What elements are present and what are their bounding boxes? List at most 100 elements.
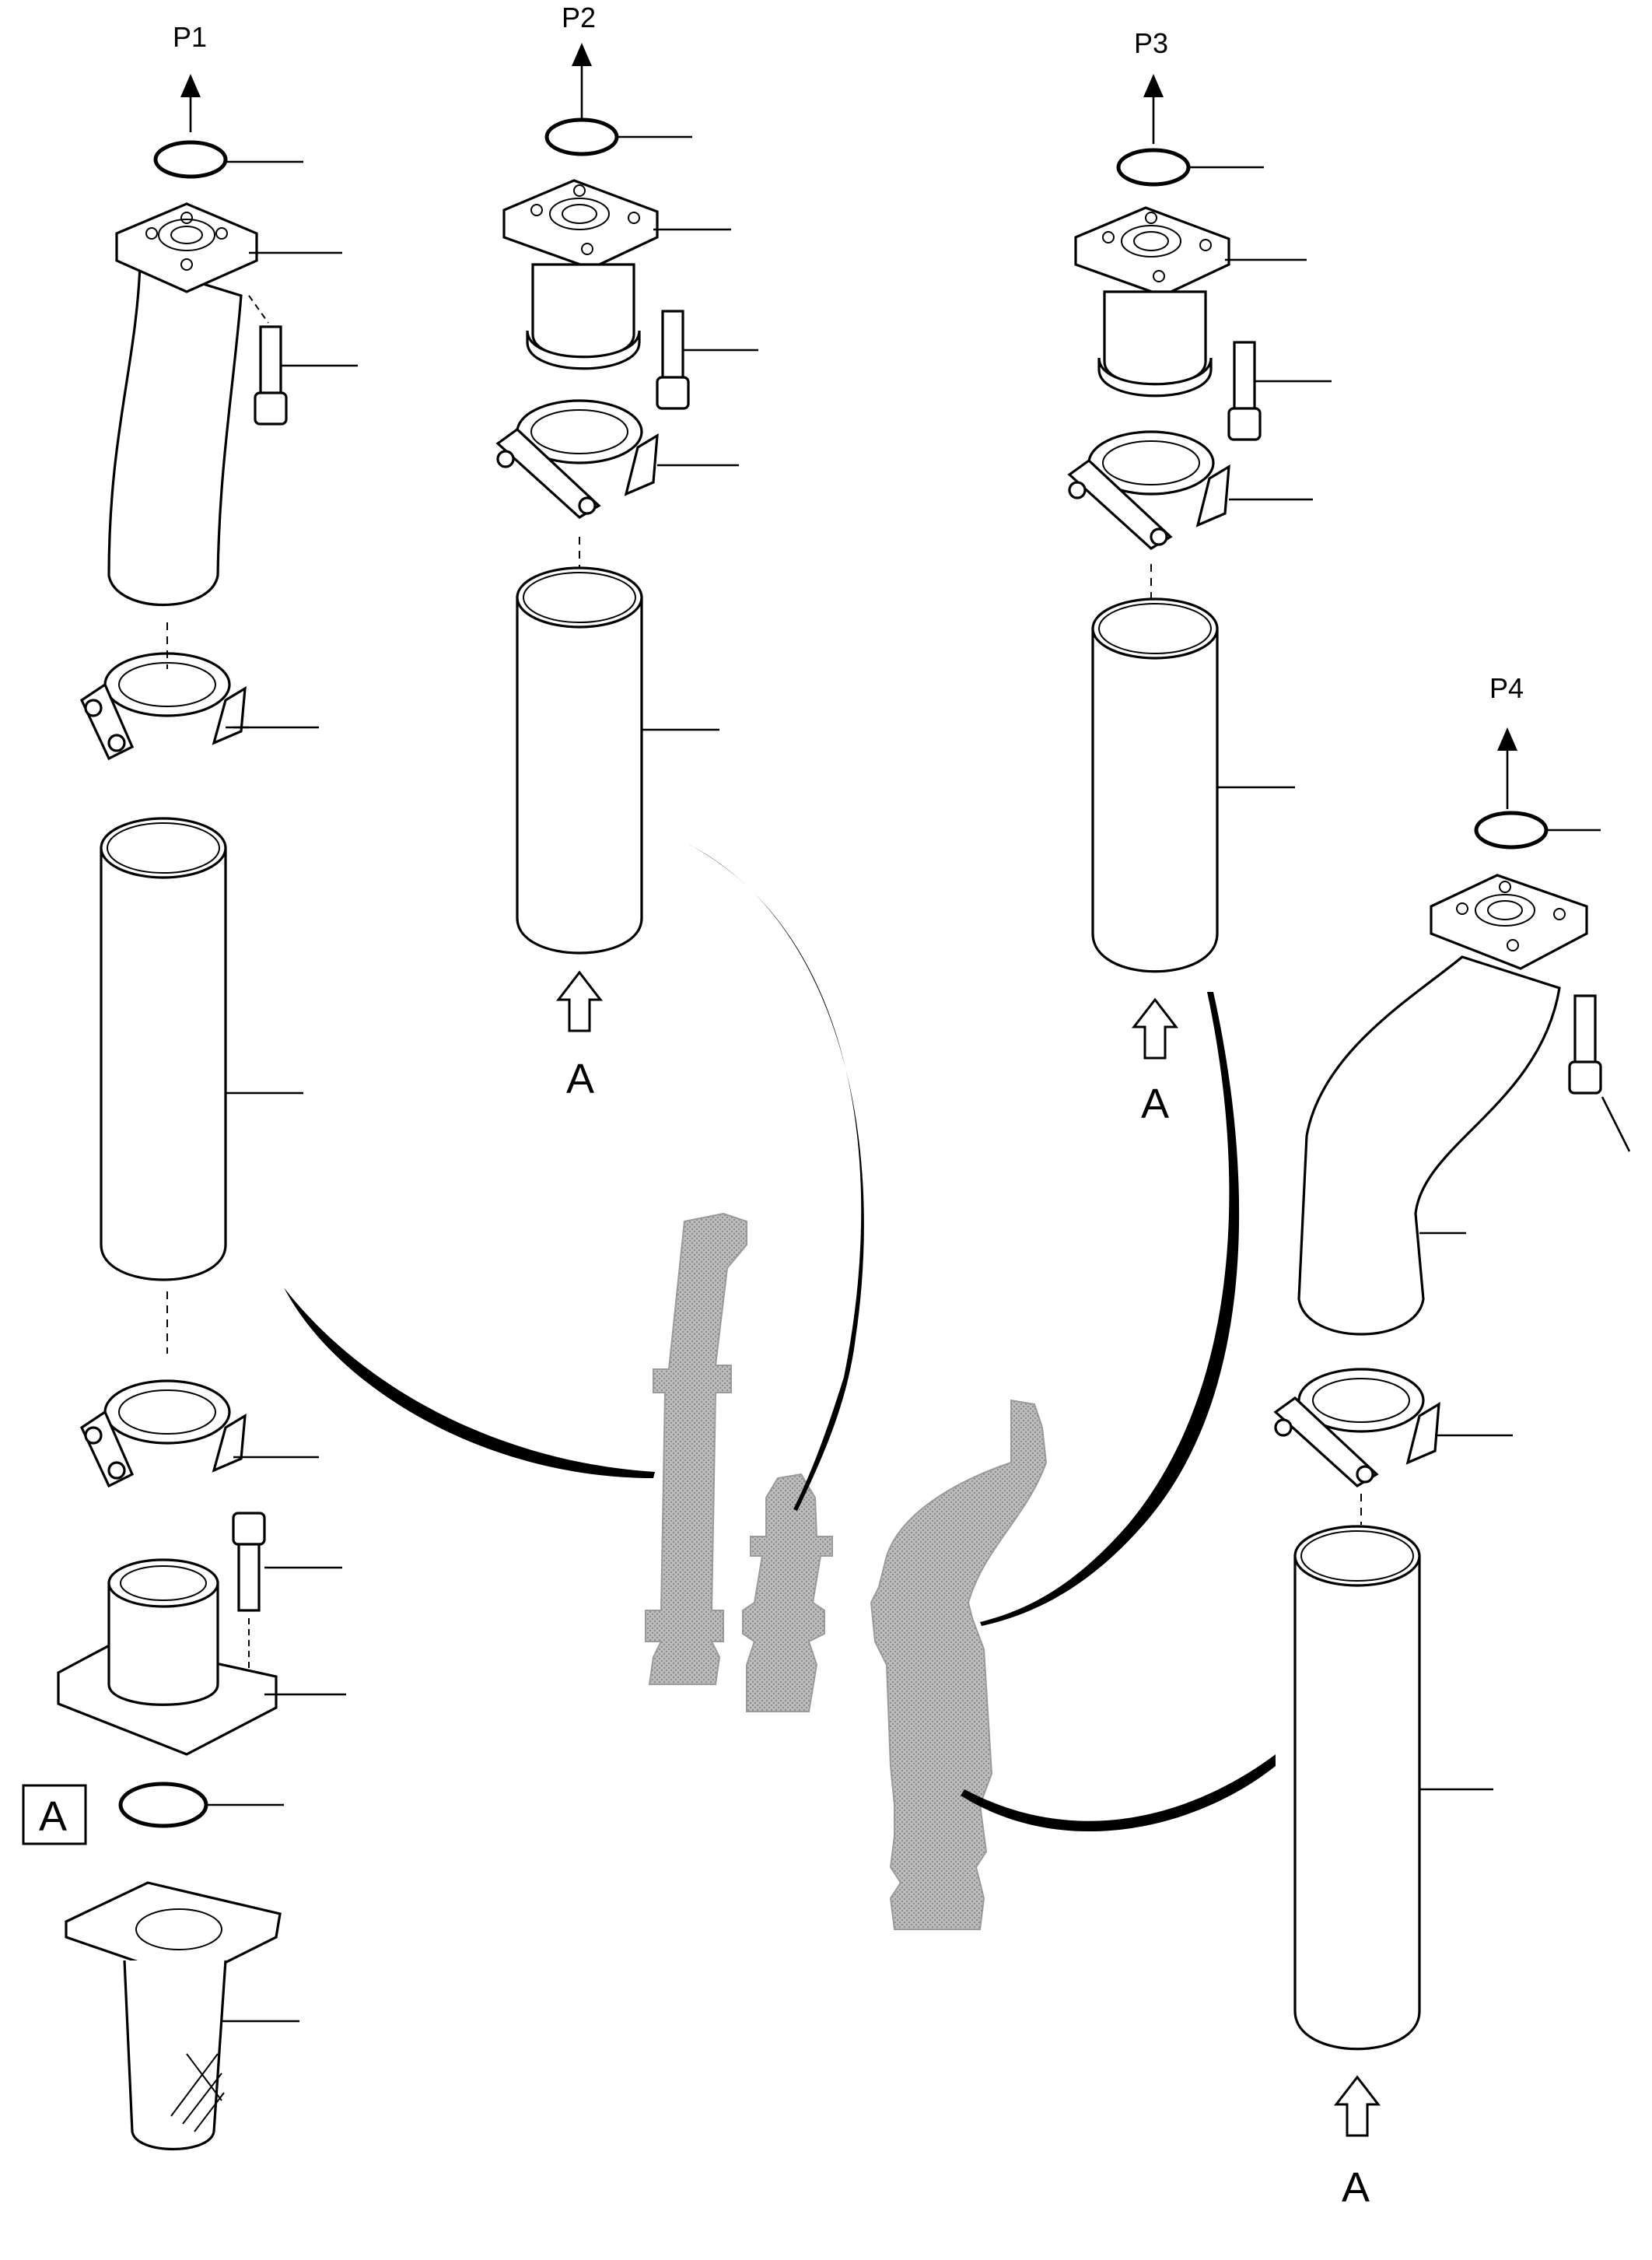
pipe-mouth (516, 566, 643, 629)
short-pipe (107, 1582, 219, 1706)
view-label-a: A (1141, 1081, 1169, 1127)
bolt-hole (1456, 902, 1468, 915)
flow-arrow-head-p2 (572, 43, 592, 66)
flange-bore (1475, 894, 1535, 927)
adapter-collar (1097, 357, 1213, 398)
flow-arrow-head-p4 (1497, 727, 1517, 751)
clamp (79, 1379, 247, 1488)
straight-pipe (100, 846, 227, 1281)
clamp (495, 399, 659, 519)
flange (1430, 874, 1588, 970)
bolt-hole (1145, 212, 1157, 224)
pipe-mouth-inner (1098, 603, 1212, 654)
flow-arrow-head-p3 (1143, 74, 1164, 97)
connector-arc-p1 (284, 1288, 655, 1478)
view-arrow (1131, 997, 1179, 1060)
leader-line (1601, 1096, 1631, 1152)
bolt-hole (1199, 239, 1212, 251)
connector-arc-p4 (961, 1754, 1276, 1832)
connector-arcs (284, 844, 1276, 1832)
port-label-p2: P2 (562, 2, 596, 33)
leader-line (248, 295, 269, 324)
bolt-hole (215, 227, 228, 240)
o-ring (1116, 148, 1191, 187)
bent-pipe (107, 262, 243, 606)
bolt-hole (1553, 908, 1566, 920)
flange-bore-inner (1133, 231, 1169, 251)
o-ring (1474, 811, 1549, 850)
bolt-hole (573, 184, 586, 197)
bolt (1573, 994, 1597, 1067)
bolt-hole (1153, 270, 1165, 282)
bolt-hole (530, 204, 543, 216)
pipe-mouth-inner (107, 822, 220, 874)
bolt-hole (1507, 939, 1519, 951)
bolt-hole (180, 212, 193, 224)
bolt-hole (145, 227, 158, 240)
port-label-p4: P4 (1489, 672, 1524, 704)
short-pipe-mouth-inner (120, 1565, 207, 1601)
strainer-basket (123, 1960, 227, 2150)
clamp (1067, 430, 1230, 550)
flange (115, 202, 258, 293)
detail-box-label: A (39, 1793, 67, 1840)
pipe-mouth (100, 817, 227, 879)
adapter-body (1103, 290, 1207, 387)
bolt-hole (1102, 231, 1115, 244)
bolt (237, 1543, 261, 1612)
column-p1: P1 (22, 21, 358, 2150)
port-label-p3: P3 (1134, 27, 1168, 59)
bolt-hole (581, 243, 593, 255)
short-pipe-mouth (107, 1558, 219, 1608)
pipe-mouth-inner (1300, 1530, 1414, 1582)
view-arrow (1333, 2075, 1381, 2137)
bolt-hole (628, 212, 640, 224)
adapter-collar (526, 330, 641, 370)
strainer-mesh (170, 2053, 225, 2132)
connector-arc-p3 (980, 992, 1240, 1626)
flange-bore (549, 198, 610, 230)
bolt (1233, 341, 1256, 414)
pipe-mouth (1293, 1525, 1421, 1587)
flange-bore-inner (170, 226, 203, 244)
ghost-pipe-p2 (742, 1473, 833, 1712)
bent-pipe (1297, 955, 1561, 1336)
straight-pipe (1091, 627, 1219, 973)
assembly-overview (645, 1212, 1048, 1930)
bolt-head (1568, 1060, 1602, 1095)
o-ring (544, 117, 619, 156)
column-p3: P3 A (1067, 27, 1332, 1127)
flange-bore-inner (562, 204, 597, 224)
bolt-head (254, 391, 288, 426)
bolt-hole (180, 258, 193, 271)
pipe-mouth-inner (523, 572, 636, 623)
port-label-p1: P1 (173, 21, 207, 53)
flange-bore (1121, 225, 1181, 258)
straight-pipe (1293, 1554, 1421, 2051)
clamp (1273, 1368, 1440, 1487)
ghost-pipe-p1 (645, 1212, 747, 1685)
o-ring (118, 1782, 208, 1828)
view-label-a: A (566, 1056, 594, 1102)
flange (1074, 206, 1230, 297)
column-p4: P4 A (1273, 672, 1631, 2211)
straight-pipe (516, 596, 643, 955)
bolt-head (656, 376, 690, 410)
flange-bore (158, 219, 215, 251)
bolt-head (1227, 407, 1262, 441)
flange-bore-inner (1487, 900, 1523, 920)
ghost-pipe-p3 (870, 1399, 1048, 1930)
bolt-head (232, 1512, 266, 1546)
bolt (259, 325, 282, 398)
bolt (661, 310, 684, 383)
clamp (79, 652, 249, 761)
flange (502, 179, 659, 270)
adapter-body (531, 263, 635, 359)
detail-box (22, 1784, 87, 1845)
view-arrow (555, 970, 604, 1032)
view-label-a: A (1342, 2164, 1370, 2211)
bolt-hole (1499, 881, 1511, 893)
flow-arrow-head-p1 (180, 74, 201, 97)
strainer-hole (135, 1908, 222, 1950)
